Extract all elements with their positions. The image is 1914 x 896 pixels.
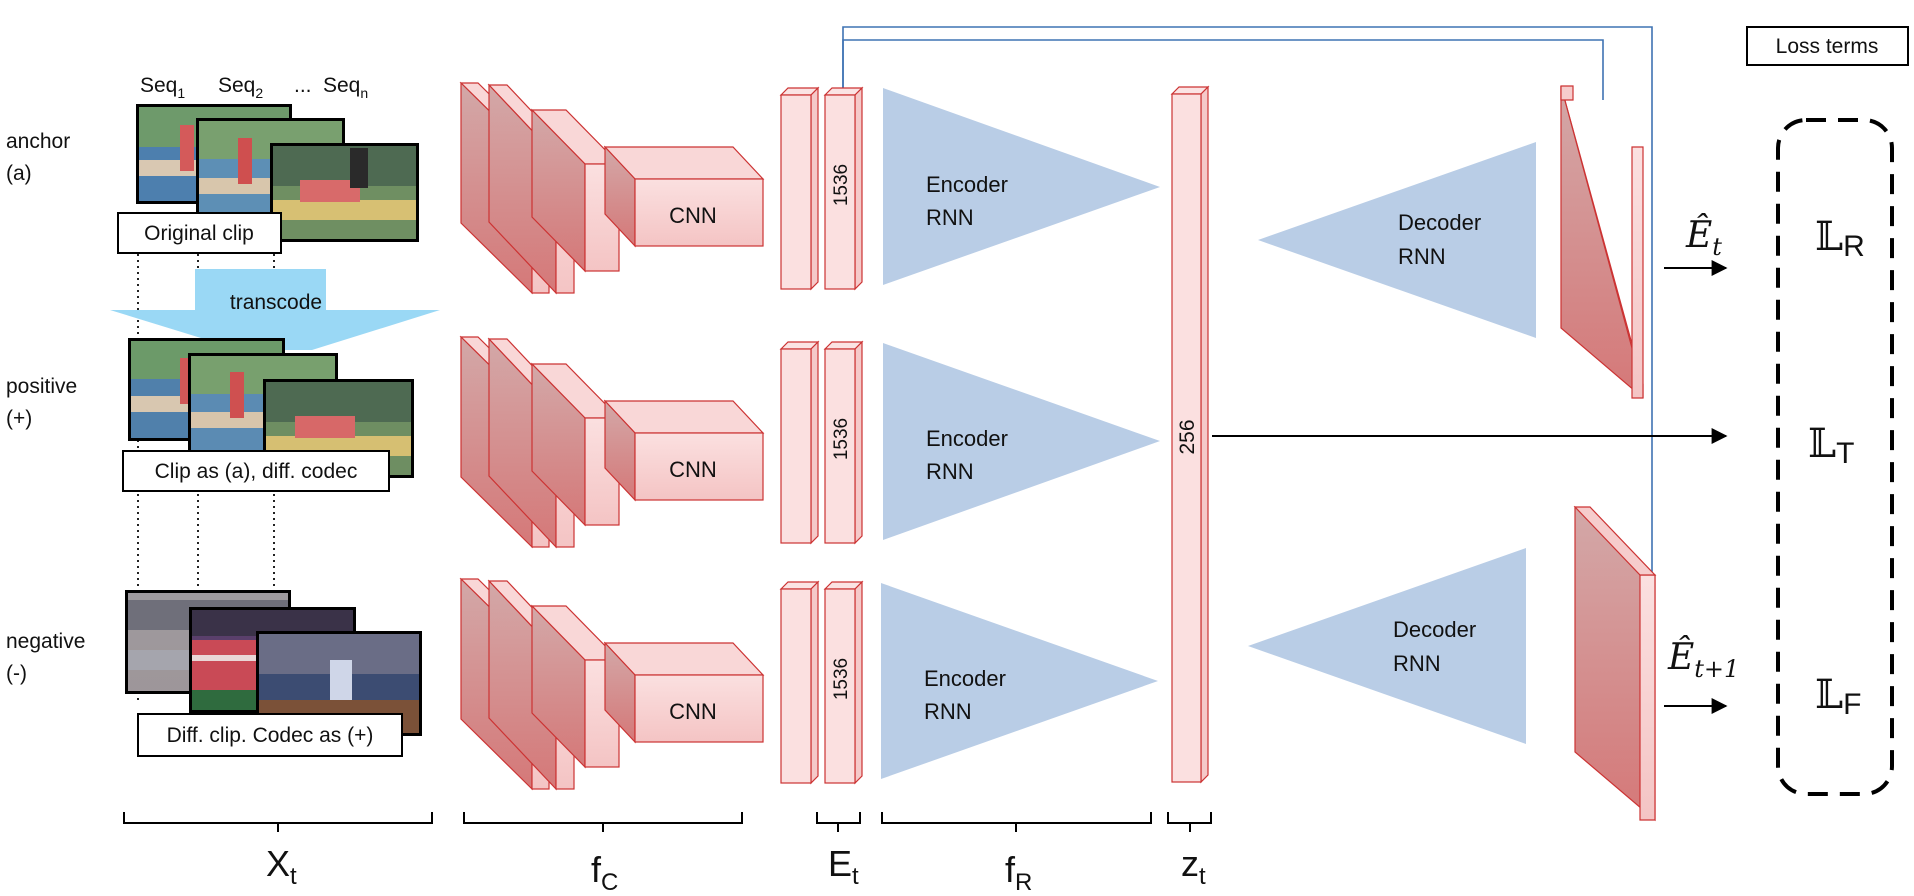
e-hat-t1-label: Êt+1 — [1667, 636, 1739, 683]
e-hat-t-label: Êt — [1685, 214, 1722, 261]
encoder-rnn-1-label-2: RNN — [926, 205, 974, 230]
negative-short-label: (-) — [6, 662, 27, 685]
e-t-label: Et — [828, 843, 859, 890]
feature-dim-label: 1536 — [831, 164, 852, 206]
cnn-layer-3 — [530, 362, 621, 527]
feature-column-pair-3: 1536 — [779, 580, 864, 785]
latent-dim-label: 256 — [1176, 419, 1199, 454]
cnn-label: CNN — [669, 203, 717, 228]
encoder-rnn-1 — [883, 88, 1160, 285]
sequence-labels: Seq1 Seq2 ... Seqn — [140, 74, 368, 101]
cnn-layer-4 — [603, 641, 765, 744]
f-r-label: fR — [1005, 849, 1032, 896]
anchor-frames — [136, 104, 419, 242]
anchor-caption-box — [117, 212, 282, 254]
feedback-links — [842, 26, 1653, 575]
decoder-rnns: Decoder RNN Decoder RNN — [1248, 142, 1536, 744]
cnn-label: CNN — [669, 699, 717, 724]
encoder-rnn-2 — [883, 343, 1160, 540]
encoder-rnns: Encoder RNN Encoder RNN Encoder RNN — [881, 88, 1160, 779]
cnn-stack-1: CNN — [459, 81, 765, 295]
feature-column: 1536 — [823, 580, 864, 785]
cnn-stack-3: CNN — [459, 577, 765, 791]
feature-column — [779, 580, 820, 785]
encoder-rnn-3-label-1: Encoder — [924, 666, 1006, 691]
positive-short-label: (+) — [6, 407, 32, 430]
negative-caption: Diff. clip. Codec as (+) — [167, 724, 374, 747]
encoder-rnn-2-label-1: Encoder — [926, 426, 1008, 451]
cnn-stack-2: CNN — [459, 335, 765, 549]
prediction-output — [1573, 505, 1657, 822]
f-c-label: fC — [591, 849, 618, 896]
bottom-labels: Xt fC Et fR zt — [266, 843, 1206, 896]
loss-triplet: 𝕃T — [1808, 421, 1854, 470]
cnn-layer-4 — [603, 399, 765, 502]
feature-columns: 1536 1536 1536 — [779, 86, 864, 785]
feature-column: 1536 — [823, 86, 864, 291]
feature-column: 1536 — [823, 340, 864, 545]
encoder-rnn-3-label-2: RNN — [924, 699, 972, 724]
reconstruction-output — [1560, 85, 1644, 399]
cnn-stacks: CNN CNN CNN — [459, 81, 765, 791]
anchor-label: anchor — [6, 130, 70, 153]
encoder-rnn-2-label-2: RNN — [926, 459, 974, 484]
encoder-rnn-3 — [881, 583, 1158, 779]
svg-text:Seq2: Seq2 — [218, 74, 263, 101]
transcode-arrow — [110, 269, 440, 350]
feature-dim-label: 1536 — [831, 418, 852, 460]
svg-text:...: ... — [294, 74, 312, 97]
positive-caption: Clip as (a), diff. codec — [155, 460, 358, 483]
output-slabs — [1560, 85, 1657, 822]
x-t-label: Xt — [266, 843, 297, 890]
feature-column-pair-1: 1536 — [779, 86, 864, 291]
z-t-label: zt — [1181, 843, 1206, 890]
loss-future: 𝕃F — [1815, 672, 1861, 721]
negative-frames — [125, 590, 422, 736]
cnn-label: CNN — [669, 457, 717, 482]
feature-dim-label: 1536 — [831, 658, 852, 700]
decoder-rnn-1-label-1: Decoder — [1398, 210, 1481, 235]
negative-label: negative — [6, 630, 85, 653]
decoder-rnn-2 — [1248, 548, 1526, 744]
positive-label: positive — [6, 375, 77, 398]
latent-column: 256 — [1170, 85, 1210, 784]
decoder-rnn-2-label-1: Decoder — [1393, 617, 1476, 642]
loss-terms-box — [1746, 26, 1909, 66]
svg-text:Seq1: Seq1 — [140, 74, 185, 101]
encoder-rnn-1-label-1: Encoder — [926, 172, 1008, 197]
bottom-braces — [123, 812, 1212, 832]
decoder-rnn-1-label-2: RNN — [1398, 244, 1446, 269]
cnn-layer-4 — [603, 145, 765, 248]
feature-column — [779, 86, 820, 291]
positive-caption-box — [122, 450, 390, 492]
decoder-rnn-2-label-2: RNN — [1393, 651, 1441, 676]
anchor-short-label: (a) — [6, 162, 32, 185]
anchor-caption: Original clip — [144, 222, 254, 245]
loss-reconstruction: 𝕃R — [1815, 214, 1865, 263]
transcode-label: transcode — [230, 291, 322, 314]
negative-caption-box — [137, 713, 403, 757]
feature-column-pair-2: 1536 — [779, 340, 864, 545]
loss-terms-label: Loss terms — [1776, 35, 1879, 58]
feature-column — [779, 340, 820, 545]
svg-text:Seqn: Seqn — [323, 74, 368, 101]
anchor-frame-3 — [270, 143, 419, 242]
decoder-rnn-1 — [1258, 142, 1536, 338]
